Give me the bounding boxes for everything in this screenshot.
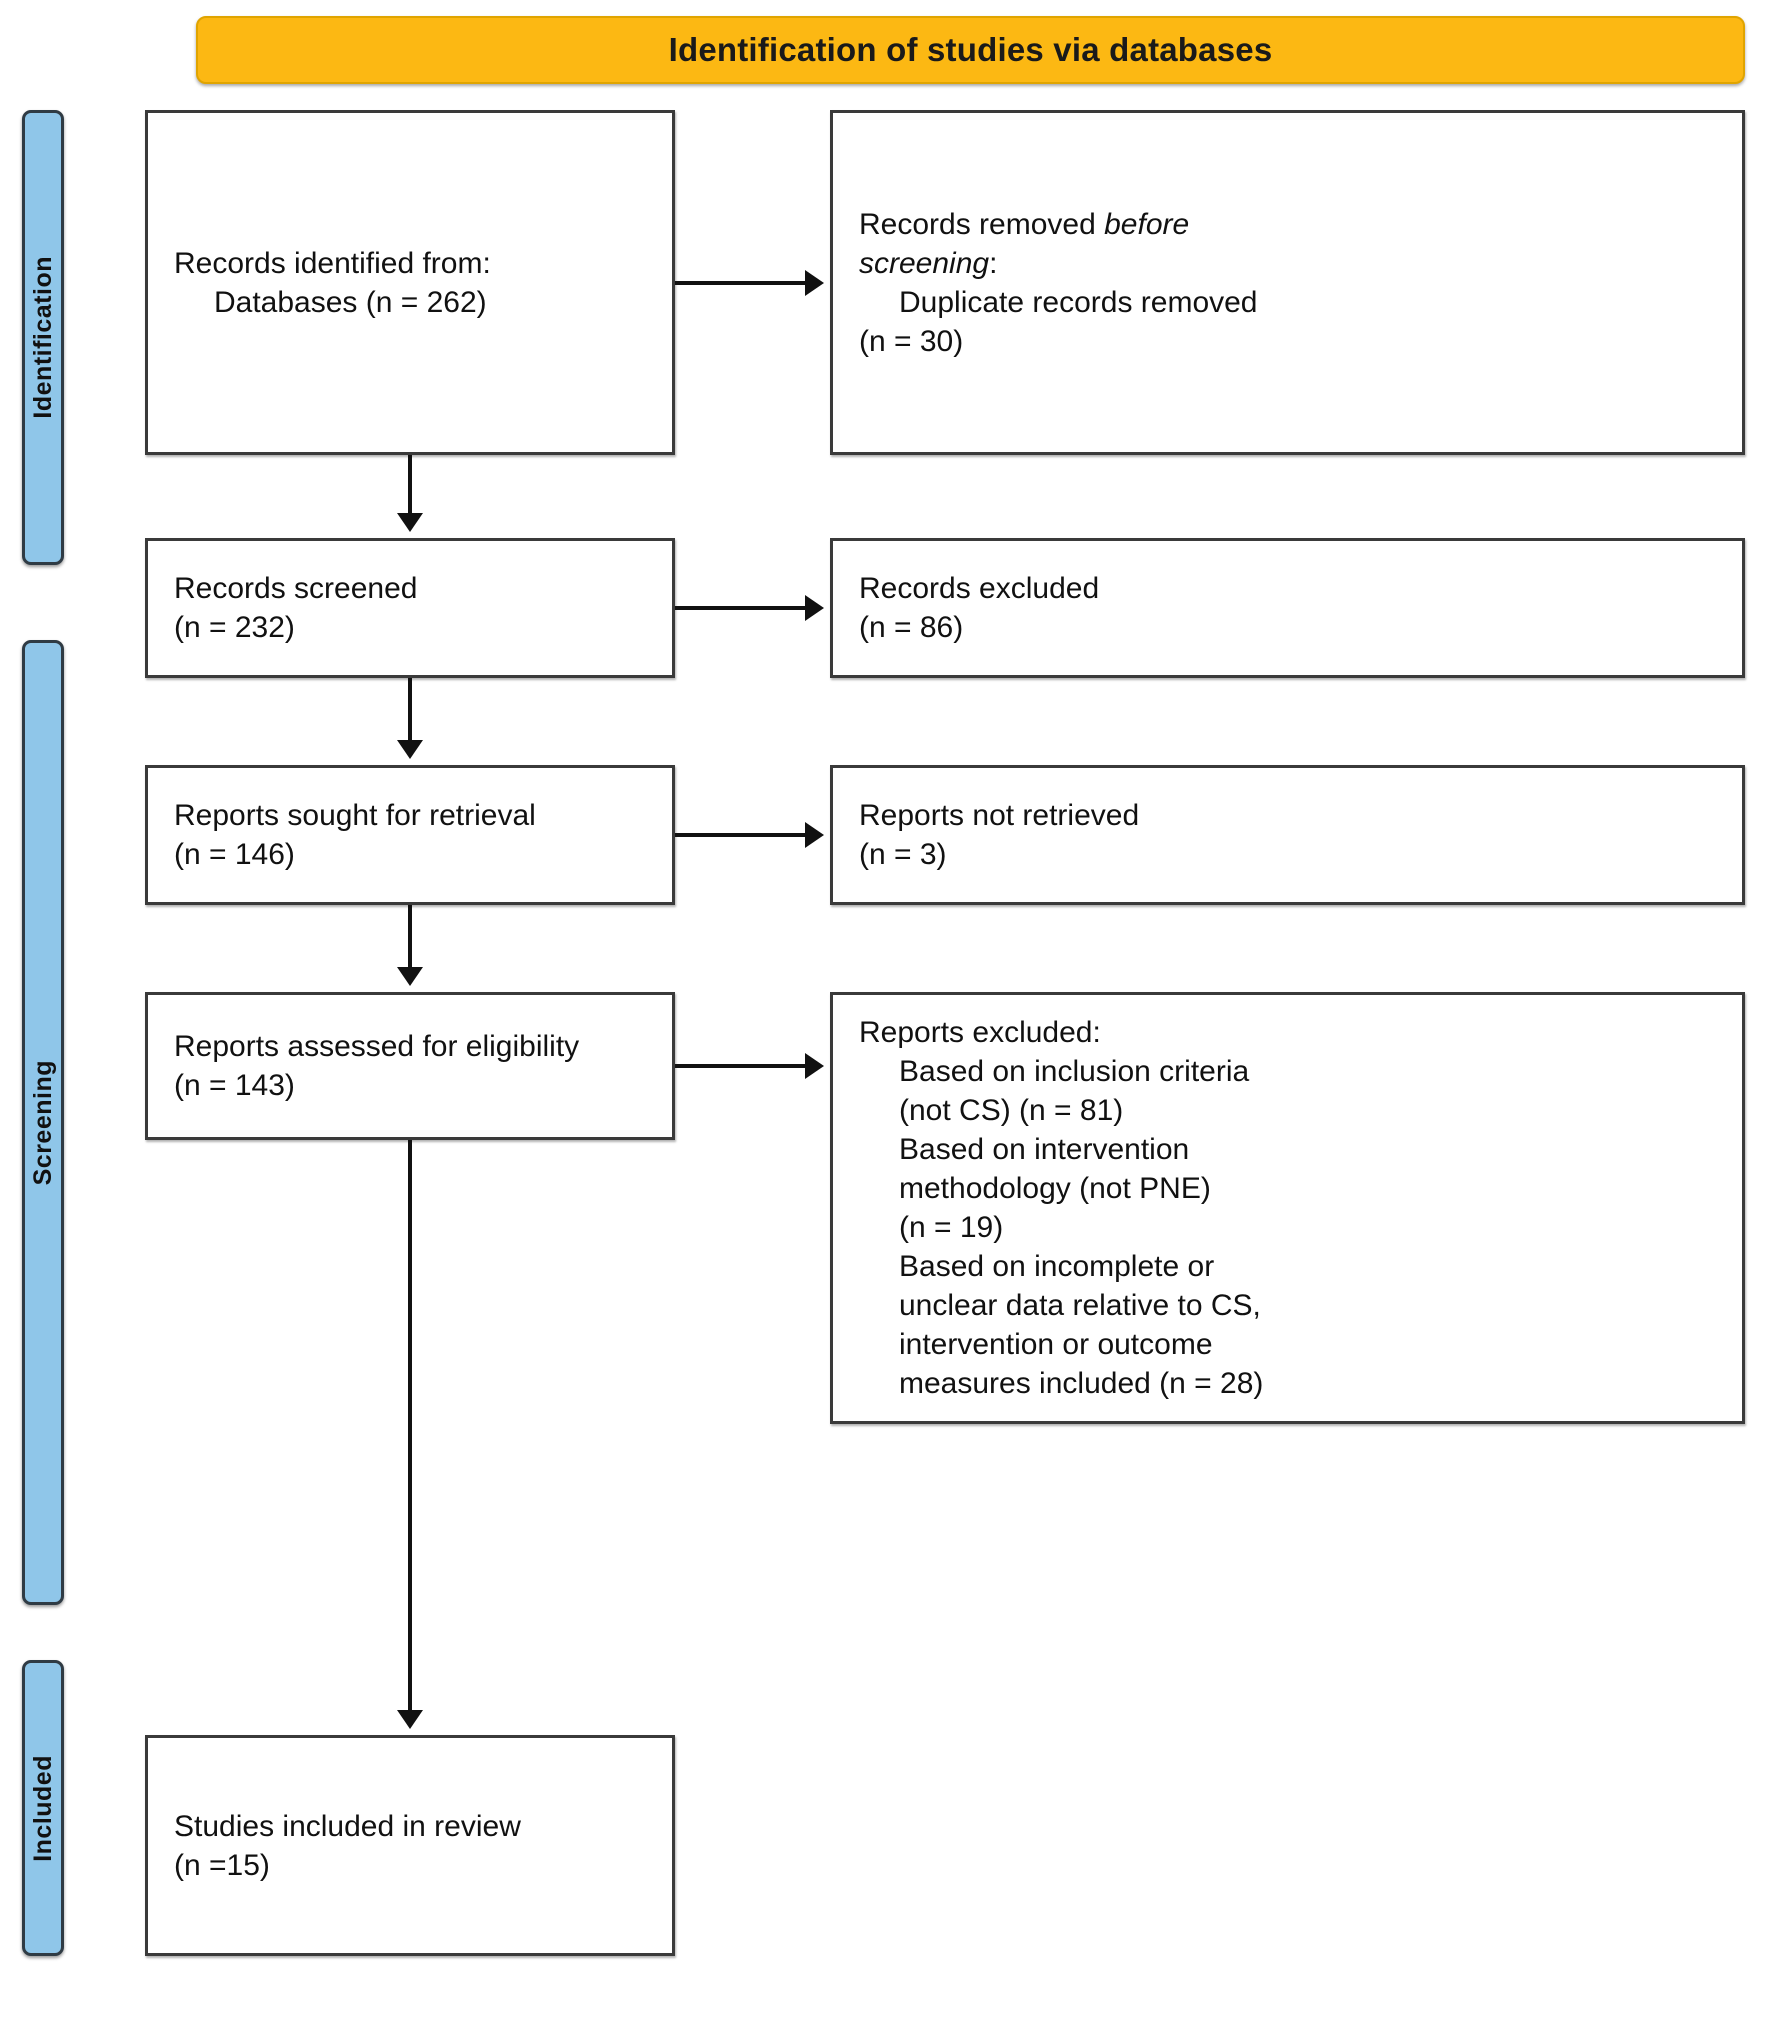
reports-excluded-line-6: (n = 19) bbox=[899, 1211, 1004, 1244]
reports-not-retrieved-line-1: Reports not retrieved bbox=[859, 799, 1140, 832]
box-reports-excluded: Reports excluded: Based on inclusion cri… bbox=[830, 992, 1745, 1424]
connector-screened-to-sought bbox=[408, 678, 412, 742]
reports-sought-line-2: (n = 146) bbox=[174, 838, 295, 871]
stage-label-included-text: Included bbox=[28, 1754, 57, 1862]
arrow-right-icon-sought-to-not-retrieved bbox=[805, 822, 824, 848]
diagram-title: Identification of studies via databases bbox=[668, 31, 1273, 68]
connector-identified-to-removed bbox=[675, 281, 807, 285]
stage-label-screening: Screening bbox=[22, 640, 64, 1605]
box-records-identified-text: Records identified from: Databases (n = … bbox=[174, 244, 491, 322]
box-reports-not-retrieved-text: Reports not retrieved (n = 3) bbox=[859, 796, 1139, 874]
reports-excluded-line-1: Reports excluded: bbox=[859, 1016, 1101, 1049]
box-reports-sought-for-retrieval: Reports sought for retrieval (n = 146) bbox=[145, 765, 675, 905]
arrow-down-icon-screened-to-sought bbox=[397, 740, 423, 759]
arrow-down-icon-identified-to-screened bbox=[397, 513, 423, 532]
reports-excluded-line-3: (not CS) (n = 81) bbox=[899, 1094, 1124, 1127]
connector-sought-to-assessed bbox=[408, 905, 412, 969]
reports-not-retrieved-line-2: (n = 3) bbox=[859, 838, 947, 871]
box-reports-not-retrieved: Reports not retrieved (n = 3) bbox=[830, 765, 1745, 905]
records-removed-colon: : bbox=[989, 246, 998, 280]
box-records-identified: Records identified from: Databases (n = … bbox=[145, 110, 675, 455]
records-removed-line-3: Duplicate records removed bbox=[899, 285, 1258, 319]
arrow-right-icon-identified-to-removed bbox=[805, 270, 824, 296]
records-removed-line-4: (n = 30) bbox=[859, 324, 964, 358]
box-records-removed-before-screening: Records removed before screening: Duplic… bbox=[830, 110, 1745, 455]
stage-label-screening-text: Screening bbox=[28, 1059, 57, 1186]
stage-label-included: Included bbox=[22, 1660, 64, 1956]
arrow-down-icon-assessed-to-included bbox=[397, 1710, 423, 1729]
box-studies-included-text: Studies included in review (n =15) bbox=[174, 1807, 521, 1885]
box-records-excluded-text: Records excluded (n = 86) bbox=[859, 569, 1099, 647]
reports-excluded-line-4: Based on intervention bbox=[899, 1133, 1190, 1166]
records-excluded-line-1: Records excluded bbox=[859, 572, 1100, 605]
reports-sought-line-1: Reports sought for retrieval bbox=[174, 799, 536, 832]
reports-excluded-line-7: Based on incomplete or bbox=[899, 1250, 1215, 1283]
arrow-down-icon-sought-to-assessed bbox=[397, 967, 423, 986]
connector-screened-to-records-excluded bbox=[675, 606, 807, 610]
connector-sought-to-not-retrieved bbox=[675, 833, 807, 837]
arrow-right-icon-screened-to-records-excluded bbox=[805, 595, 824, 621]
box-records-screened: Records screened (n = 232) bbox=[145, 538, 675, 678]
connector-assessed-to-reports-excluded bbox=[675, 1064, 807, 1068]
arrow-right-icon-assessed-to-reports-excluded bbox=[805, 1053, 824, 1079]
records-removed-line-2: screening: bbox=[859, 244, 1258, 283]
reports-excluded-line-9: intervention or outcome bbox=[899, 1328, 1213, 1361]
box-reports-excluded-text: Reports excluded: Based on inclusion cri… bbox=[859, 1013, 1263, 1403]
records-excluded-line-2: (n = 86) bbox=[859, 611, 964, 644]
records-removed-italic-screening: screening bbox=[859, 246, 990, 280]
stage-label-identification-text: Identification bbox=[28, 256, 57, 419]
reports-excluded-line-5: methodology (not PNE) bbox=[899, 1172, 1211, 1205]
box-reports-assessed-text: Reports assessed for eligibility (n = 14… bbox=[174, 1027, 579, 1105]
records-removed-italic-before: before bbox=[1104, 207, 1190, 241]
diagram-header-banner: Identification of studies via databases bbox=[196, 16, 1745, 84]
studies-included-line-1: Studies included in review bbox=[174, 1809, 521, 1843]
box-records-screened-text: Records screened (n = 232) bbox=[174, 569, 417, 647]
stage-label-identification: Identification bbox=[22, 110, 64, 565]
records-identified-line-2: Databases (n = 262) bbox=[214, 285, 487, 319]
reports-excluded-line-8: unclear data relative to CS, bbox=[899, 1289, 1261, 1322]
reports-assessed-line-1: Reports assessed for eligibility bbox=[174, 1030, 580, 1063]
connector-assessed-to-included bbox=[408, 1140, 412, 1712]
records-screened-line-2: (n = 232) bbox=[174, 611, 295, 644]
records-removed-prefix: Records removed bbox=[859, 207, 1105, 241]
box-studies-included-in-review: Studies included in review (n =15) bbox=[145, 1735, 675, 1956]
reports-excluded-line-2: Based on inclusion criteria bbox=[899, 1055, 1250, 1088]
box-reports-sought-text: Reports sought for retrieval (n = 146) bbox=[174, 796, 536, 874]
box-records-removed-text: Records removed before screening: Duplic… bbox=[859, 205, 1258, 361]
box-reports-assessed-for-eligibility: Reports assessed for eligibility (n = 14… bbox=[145, 992, 675, 1140]
records-removed-line-1: Records removed before bbox=[859, 205, 1258, 244]
box-records-excluded: Records excluded (n = 86) bbox=[830, 538, 1745, 678]
studies-included-line-2: (n =15) bbox=[174, 1848, 270, 1882]
reports-assessed-line-2: (n = 143) bbox=[174, 1069, 295, 1102]
connector-identified-to-screened bbox=[408, 455, 412, 519]
records-screened-line-1: Records screened bbox=[174, 572, 418, 605]
reports-excluded-line-10: measures included (n = 28) bbox=[899, 1367, 1264, 1400]
records-identified-line-1: Records identified from: bbox=[174, 246, 491, 280]
